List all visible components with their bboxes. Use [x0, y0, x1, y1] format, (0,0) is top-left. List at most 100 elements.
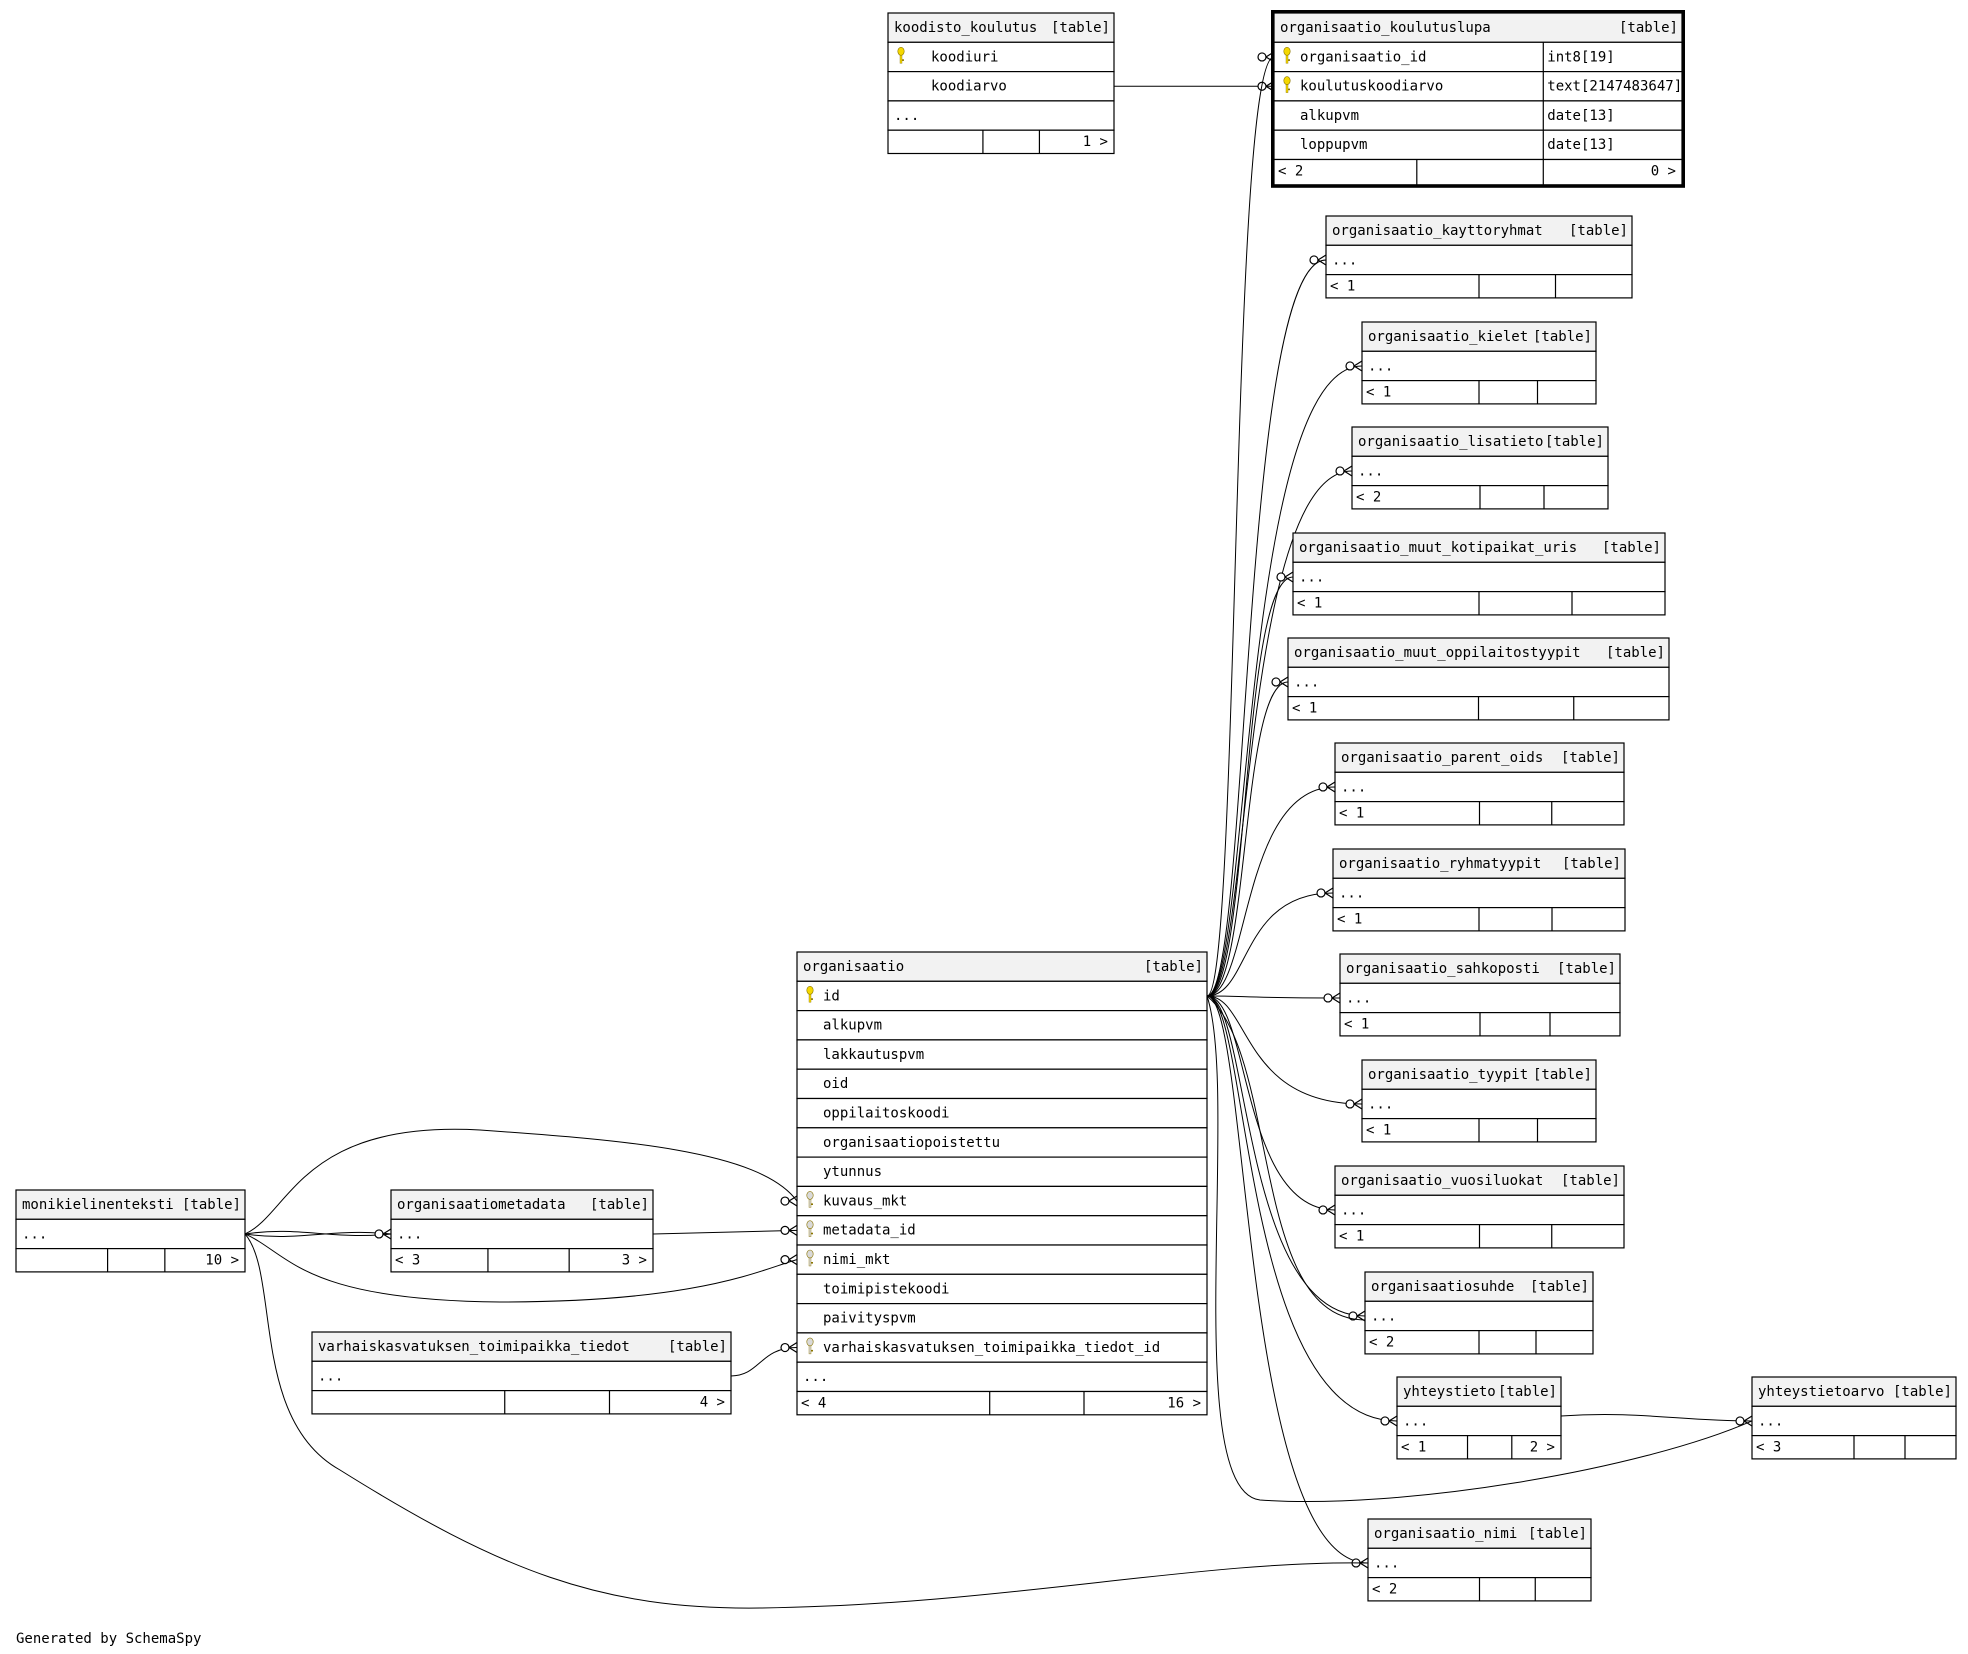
parent-count: < 1: [1292, 701, 1317, 717]
table-name: varhaiskasvatuksen_toimipaikka_tiedot: [318, 1339, 630, 1355]
table-organisaatio_parent_oids[interactable]: organisaatio_parent_oids[table]...< 1: [1334, 742, 1625, 826]
parent-count: < 2: [1369, 1335, 1394, 1351]
edge-monikielinenteksti-organisaatio-nimi: [244, 1233, 1369, 1609]
edge-end-marker: [780, 1254, 798, 1266]
table-name: monikielinenteksti: [22, 1197, 174, 1213]
edge-organisaatio-organisaatio_nimi: [1206, 995, 1369, 1564]
edge-end-marker: [1348, 1310, 1366, 1322]
table-name: organisaatio_muut_oppilaitostyypit: [1294, 645, 1581, 661]
edge-end-marker: [780, 1195, 798, 1207]
table-name: organisaatio_sahkoposti: [1346, 961, 1540, 977]
table-organisaatio_lisatieto[interactable]: organisaatio_lisatieto[table]...< 2: [1351, 426, 1609, 510]
column-name: ...: [1341, 1202, 1366, 1218]
column-row: [1751, 1405, 1957, 1437]
table-kind-label: [table]: [1144, 959, 1203, 975]
table-monikielinenteksti[interactable]: monikielinenteksti[table]...10 >: [15, 1189, 246, 1273]
edge-end-marker: [374, 1228, 392, 1240]
table-kind-label: [table]: [1606, 645, 1665, 661]
edge-end-marker: [1345, 1098, 1363, 1110]
table-header: [1273, 12, 1683, 43]
column-row: [1367, 1547, 1592, 1579]
table-kind-label: [table]: [1602, 540, 1661, 556]
edge-monikielinenteksti-metadata-1: [244, 1230, 392, 1236]
edge-organisaatio-organisaatio_vuosiluokat: [1206, 995, 1336, 1211]
column-name: alkupvm: [823, 1018, 882, 1034]
table-name: organisaatio_parent_oids: [1341, 750, 1543, 766]
parent-count: < 1: [1339, 1229, 1364, 1245]
edge-organisaatio-organisaatiosuhde-2: [1206, 995, 1366, 1321]
parent-count: < 3: [395, 1253, 420, 1269]
column-row: [796, 1332, 1208, 1363]
edge-organisaatio-koulutuslupa: [1206, 56, 1275, 997]
table-name: yhteystieto: [1403, 1384, 1496, 1400]
primary-key-icon: [806, 985, 814, 1003]
table-organisaatio_ryhmatyypit[interactable]: organisaatio_ryhmatyypit[table]...< 1: [1332, 848, 1626, 932]
table-kind-label: [table]: [1530, 1279, 1589, 1295]
table-organisaatio_vuosiluokat[interactable]: organisaatio_vuosiluokat[table]...< 1: [1334, 1165, 1625, 1249]
edge-end-marker: [1345, 360, 1363, 372]
column-name: ...: [1374, 1555, 1399, 1571]
table-footer: [15, 1247, 246, 1273]
column-name: metadata_id: [823, 1223, 916, 1239]
table-varhaiskasvatuksen_toimipaikka_tiedot[interactable]: varhaiskasvatuksen_toimipaikka_tiedot[ta…: [311, 1331, 732, 1415]
table-header: [1361, 321, 1597, 352]
table-kind-label: [table]: [1533, 329, 1592, 345]
table-organisaatio_tyypit[interactable]: organisaatio_tyypit[table]...< 1: [1361, 1059, 1597, 1143]
parent-count: < 1: [1344, 1017, 1369, 1033]
column-name: ...: [1339, 885, 1364, 901]
table-organisaatio_kayttoryhmat[interactable]: organisaatio_kayttoryhmat[table]...< 1: [1325, 215, 1633, 299]
table-organisaatio_sahkoposti[interactable]: organisaatio_sahkoposti[table]...< 1: [1339, 953, 1621, 1037]
column-row: [311, 1360, 732, 1392]
foreign-key-icon: [806, 1191, 814, 1208]
table-koodisto_koulutus[interactable]: koodisto_koulutus[table]koodiurikoodiarv…: [887, 12, 1115, 155]
column-type: date[13]: [1547, 137, 1614, 153]
table-header: [1367, 1518, 1592, 1549]
column-row: [887, 41, 1115, 73]
table-organisaatio_muut_kotipaikat_uris[interactable]: organisaatio_muut_kotipaikat_uris[table]…: [1292, 532, 1666, 616]
column-name: ...: [318, 1368, 343, 1384]
column-name: loppupvm: [1300, 137, 1367, 153]
column-row: [1287, 666, 1670, 698]
edge-organisaatio-organisaatio_muut_oppilaitostyypit: [1206, 681, 1289, 997]
child-count: 4 >: [700, 1395, 725, 1411]
column-row: [796, 1068, 1208, 1100]
column-name: ...: [803, 1369, 828, 1385]
edge-end-marker: [1276, 571, 1294, 583]
table-organisaatio_koulutuslupa[interactable]: organisaatio_koulutuslupa[table]organisa…: [1271, 10, 1685, 188]
table-header: [1332, 848, 1626, 879]
table-footer: [796, 1390, 1208, 1416]
foreign-key-icon: [806, 1220, 814, 1237]
column-row: [796, 1097, 1208, 1129]
column-name: alkupvm: [1300, 108, 1359, 124]
table-name: organisaatio_kayttoryhmat: [1332, 223, 1543, 239]
parent-count: < 2: [1278, 164, 1303, 180]
table-kind-label: [table]: [1561, 750, 1620, 766]
table-kind-label: [table]: [1562, 856, 1621, 872]
edge-end-marker: [1271, 676, 1289, 688]
table-organisaatio_nimi[interactable]: organisaatio_nimi[table]...< 2: [1367, 1518, 1592, 1602]
column-name: ...: [1341, 779, 1366, 795]
edge-organisaatio-organisaatio_tyypit: [1206, 995, 1363, 1105]
table-name: organisaatiometadata: [397, 1197, 566, 1213]
edge-organisaatio-organisaatio_lisatieto: [1206, 470, 1353, 997]
edge-organisaatio-organisaatio_sahkoposti: [1206, 995, 1341, 999]
table-header: [1751, 1376, 1957, 1407]
table-organisaatio_muut_oppilaitostyypit[interactable]: organisaatio_muut_oppilaitostyypit [table…: [1287, 637, 1670, 721]
table-name: organisaatio_kielet: [1368, 329, 1528, 345]
column-row: [796, 1127, 1208, 1158]
table-organisaatio[interactable]: organisaatio[table]idalkupvmlakkautuspvm…: [796, 951, 1208, 1416]
child-count: 0 >: [1651, 164, 1676, 180]
table-organisaatio_kielet[interactable]: organisaatio_kielet[table]...< 1: [1361, 321, 1597, 405]
child-count: 1 >: [1083, 134, 1108, 150]
table-kind-label: [table]: [1619, 20, 1678, 36]
edge-end-marker: [1335, 465, 1353, 477]
column-name: kuvaus_mkt: [823, 1193, 907, 1209]
column-name: koulutuskoodiarvo: [1300, 79, 1443, 95]
column-row: [796, 1215, 1208, 1246]
table-organisaatiosuhde[interactable]: organisaatiosuhde[table]...< 2: [1364, 1271, 1594, 1355]
parent-count: < 2: [1356, 490, 1381, 506]
table-yhteystietoarvo[interactable]: yhteystietoarvo[table]...< 3: [1751, 1376, 1957, 1460]
column-name: ...: [1294, 674, 1319, 690]
